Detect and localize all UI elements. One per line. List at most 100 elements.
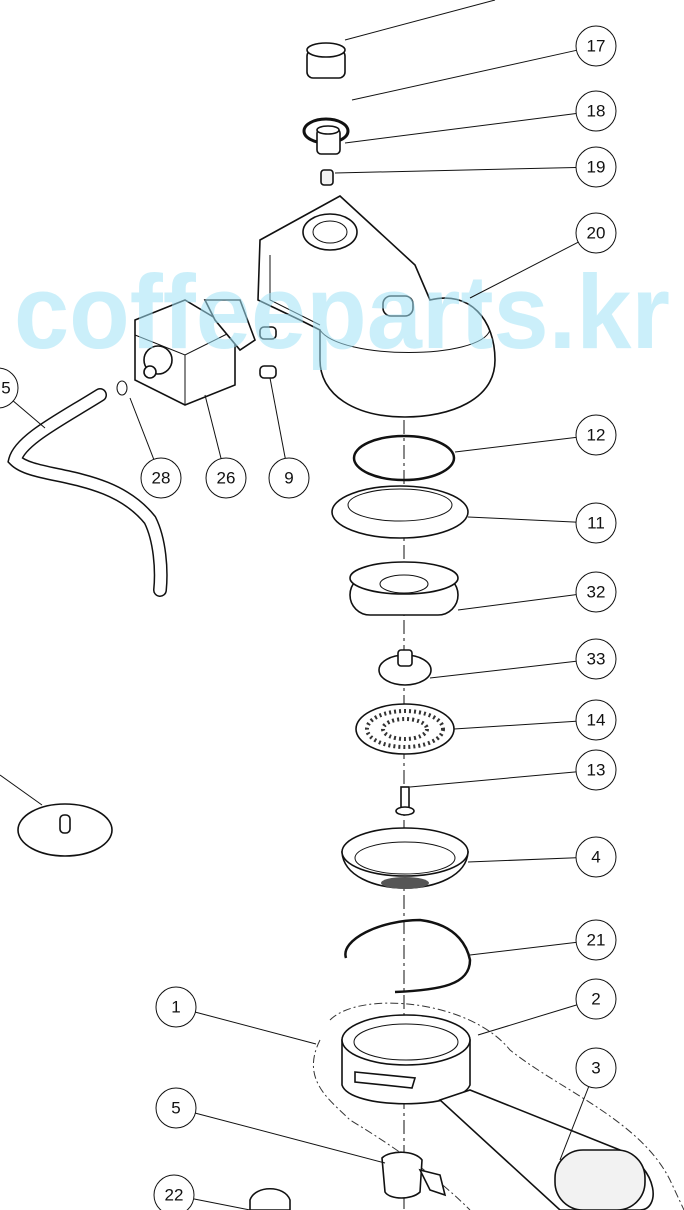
- callout-label: 2: [591, 990, 600, 1009]
- callout-circle: [155, 1087, 197, 1129]
- callout-label: 17: [587, 37, 606, 56]
- callout-0: 17: [351, 25, 617, 101]
- screw-part: [259, 326, 277, 379]
- filter-basket-part: [341, 827, 469, 889]
- clip-part: [116, 380, 128, 396]
- callout-14: 1: [155, 986, 317, 1045]
- callout-circle: [575, 146, 617, 188]
- callout-label: 9: [284, 469, 293, 488]
- portafilter-part: [341, 1014, 654, 1210]
- callout-9: 13: [409, 749, 617, 791]
- callout-17: 28: [129, 397, 182, 499]
- leader-line: [0, 774, 43, 806]
- leader-line: [351, 49, 577, 101]
- callout-7: 33: [429, 638, 617, 680]
- callout-label: 14: [587, 711, 606, 730]
- callout-circle: [575, 919, 617, 961]
- callout-label: 1: [171, 998, 180, 1017]
- callout-label: 18: [587, 102, 606, 121]
- callout-circle: [575, 1047, 617, 1089]
- callout-circle: [575, 638, 617, 680]
- callout-circle: [155, 986, 197, 1028]
- leader-line: [467, 857, 577, 863]
- callout-2: 19: [334, 146, 617, 188]
- callout-20: 5: [0, 367, 46, 429]
- callout-label: 12: [587, 426, 606, 445]
- shower-screen-part: [355, 703, 455, 755]
- spring-clip-part: [344, 918, 472, 994]
- callout-3: 20: [469, 212, 617, 299]
- callout-19: 9: [268, 377, 310, 499]
- callout-4: 12: [454, 414, 617, 456]
- leader-line: [344, 0, 496, 41]
- callout-label: 32: [587, 583, 606, 602]
- leader-line: [129, 397, 155, 460]
- shower-holder-part: [349, 561, 459, 616]
- jet-part: [320, 169, 334, 186]
- gasket-holder-part: [331, 485, 469, 539]
- callout-circle: [575, 502, 617, 544]
- callout-circle: [575, 978, 617, 1020]
- shower-screw-part: [395, 786, 415, 816]
- callout-1: 18: [344, 90, 617, 144]
- leader-line: [457, 594, 577, 611]
- hose-part: [7, 388, 168, 597]
- callout-circle: [140, 457, 182, 499]
- callout-circle: [205, 457, 247, 499]
- callout-circle: [575, 25, 617, 67]
- leader-line: [453, 720, 577, 730]
- callout-circle: [575, 749, 617, 791]
- cap-nut-part: [306, 42, 346, 79]
- leader-line: [559, 1086, 590, 1161]
- callout-circle: [0, 367, 19, 409]
- callout-label: 20: [587, 224, 606, 243]
- leader-line: [204, 394, 222, 459]
- callout-label: 22: [165, 1186, 184, 1205]
- callout-circle: [575, 699, 617, 741]
- leader-line: [12, 400, 46, 429]
- callout-label: 21: [587, 931, 606, 950]
- callout-circle: [575, 414, 617, 456]
- callout-11: 21: [469, 919, 617, 961]
- spout-part: [381, 1151, 447, 1199]
- callout-18: 26: [204, 394, 247, 499]
- gasket-part: [352, 434, 456, 482]
- sleeve-part: [316, 125, 341, 155]
- callout-label: 33: [587, 650, 606, 669]
- diffuser-part: [378, 649, 432, 686]
- leader-line: [269, 377, 286, 459]
- group-body-part: [257, 195, 496, 418]
- callout-label: 19: [587, 158, 606, 177]
- callout-circle: [268, 457, 310, 499]
- callout-10: 4: [467, 836, 617, 878]
- callout-label: 3: [591, 1059, 600, 1078]
- callout-label: 13: [587, 761, 606, 780]
- leader-line: [195, 1112, 386, 1164]
- leader-line: [467, 516, 577, 523]
- callout-15: 5: [155, 1087, 386, 1164]
- spout-part-2: [249, 1187, 291, 1210]
- callout-16: 22: [153, 1174, 251, 1210]
- callout-circle: [575, 836, 617, 878]
- leader-line: [469, 241, 579, 299]
- watermark: coffeeparts.kr: [14, 254, 670, 371]
- callout-label: 4: [591, 848, 600, 867]
- callout-label: 28: [152, 469, 171, 488]
- leader-line: [469, 941, 577, 956]
- callout-label: 11: [587, 514, 605, 533]
- leader-line: [193, 1198, 251, 1210]
- callout-circle: [575, 90, 617, 132]
- callout-circle: [153, 1174, 195, 1210]
- callout-label: 5: [1, 379, 10, 398]
- leader-line: [195, 1011, 317, 1045]
- solenoid-valve-part: [134, 299, 256, 406]
- callout-label: 26: [217, 469, 236, 488]
- assembly-outline: [313, 1002, 684, 1210]
- leader-line: [334, 166, 577, 174]
- leader-line: [344, 113, 577, 144]
- callout-8: 14: [453, 699, 617, 741]
- callout-6: 32: [457, 571, 617, 613]
- leader-line: [454, 436, 577, 453]
